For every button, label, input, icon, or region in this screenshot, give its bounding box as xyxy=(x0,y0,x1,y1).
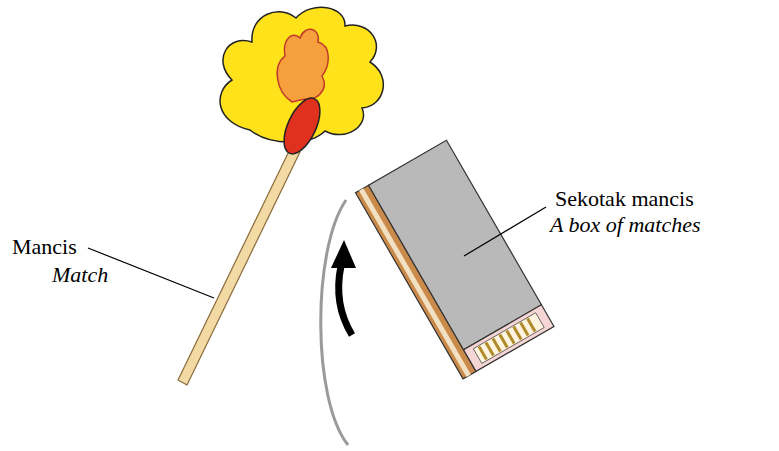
part-name: Sekotak mancis xyxy=(555,186,694,211)
matchbox xyxy=(356,140,554,379)
inner-flame xyxy=(277,29,328,102)
match-head xyxy=(277,93,328,159)
match-stick xyxy=(178,147,300,385)
part-name: Mancis xyxy=(12,234,77,259)
part-name-translation: A box of matches xyxy=(550,212,701,237)
motion-arrow xyxy=(339,266,352,335)
arrow-head xyxy=(331,240,356,268)
leader-line xyxy=(464,207,546,256)
part-name-translation: Match xyxy=(52,262,108,287)
